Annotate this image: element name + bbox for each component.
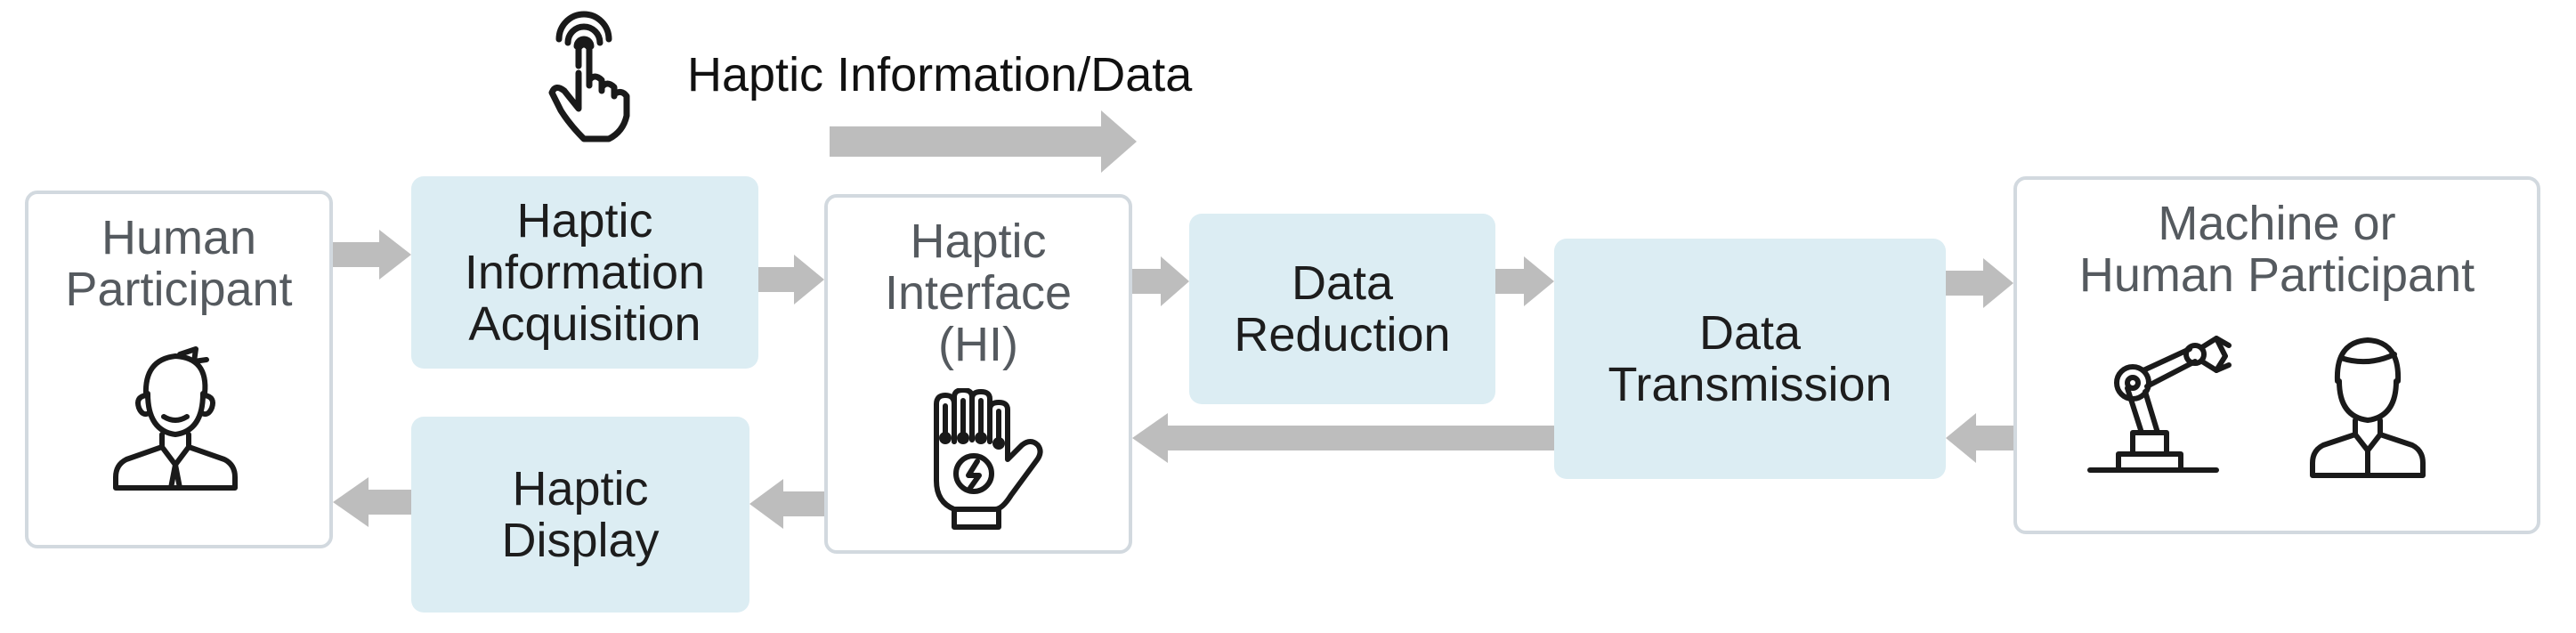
haptic-display-line1: Haptic xyxy=(512,462,649,515)
robot-arm-icon xyxy=(2083,335,2252,477)
machine-or-human-participant-node: Machine or Human Participant xyxy=(2013,176,2540,534)
arrow-reduction-to-transmission xyxy=(1495,256,1554,306)
arrow-acquisition-to-interface xyxy=(758,255,824,304)
data-transmission-line1: Data xyxy=(1698,306,1802,360)
arrow-human-to-acquisition xyxy=(333,230,411,280)
top-flow-arrow xyxy=(830,110,1137,173)
haptic-information-data-label: Haptic Information/Data xyxy=(687,48,1193,101)
person-icon-right xyxy=(2305,331,2430,481)
touch-hand-icon xyxy=(534,11,641,144)
haptic-interface-line2: Interface xyxy=(884,266,1073,320)
acquisition-line3: Acquisition xyxy=(468,297,701,351)
data-transmission-line2: Transmission xyxy=(1608,358,1892,411)
acquisition-line2: Information xyxy=(464,246,706,299)
haptic-information-acquisition-node: Haptic Information Acquisition xyxy=(411,176,758,369)
machine-or-human-line1: Machine or xyxy=(2158,197,2396,250)
human-participant-line2: Participant xyxy=(65,263,293,316)
arrow-transmission-to-machine xyxy=(1946,258,2013,308)
arrow-machine-to-transmission xyxy=(1946,413,2013,463)
data-reduction-line2: Reduction xyxy=(1234,308,1451,361)
arrow-interface-to-display xyxy=(749,479,824,529)
human-participant-line1: Human xyxy=(101,211,257,264)
arrow-interface-to-reduction xyxy=(1132,256,1189,306)
haptic-display-line2: Display xyxy=(501,514,660,567)
haptic-interface-node: Haptic Interface (HI) xyxy=(824,194,1132,554)
data-transmission-node: Data Transmission xyxy=(1554,239,1946,479)
haptic-interface-line1: Haptic xyxy=(910,215,1047,268)
haptic-glove-icon xyxy=(910,387,1049,531)
machine-or-human-line2: Human Participant xyxy=(2078,248,2475,302)
haptic-display-node: Haptic Display xyxy=(411,417,749,613)
arrow-transmission-to-interface xyxy=(1132,413,1554,463)
data-reduction-node: Data Reduction xyxy=(1189,214,1495,404)
haptic-interface-line3: (HI) xyxy=(938,318,1018,371)
person-icon xyxy=(109,342,242,493)
acquisition-line1: Haptic xyxy=(516,194,653,248)
data-reduction-line1: Data xyxy=(1291,256,1394,310)
arrow-display-to-human xyxy=(333,477,411,527)
